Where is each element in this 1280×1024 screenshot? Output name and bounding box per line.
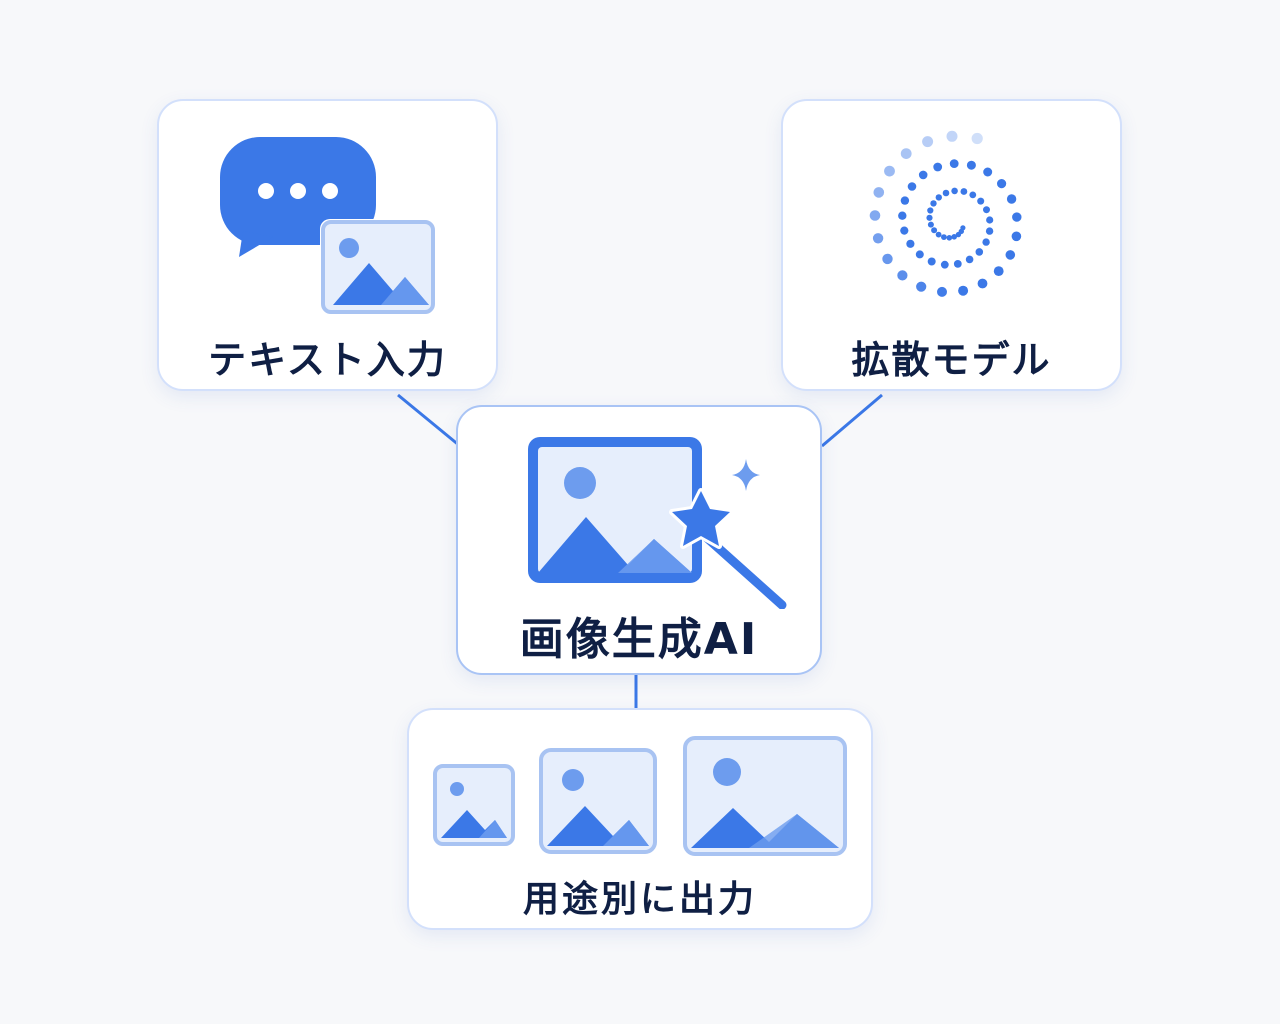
spiral-dot bbox=[982, 238, 990, 246]
spiral-dot bbox=[927, 207, 934, 214]
spiral-dot bbox=[960, 188, 968, 195]
spiral-dot bbox=[933, 162, 943, 172]
diffusion-model-label: 拡散モデル bbox=[851, 338, 1052, 382]
spiral-dot bbox=[872, 233, 884, 244]
image-icon bbox=[528, 437, 702, 583]
text-input-node: テキスト入力 bbox=[157, 99, 498, 391]
chat-bubble-icon bbox=[220, 137, 376, 257]
spiral-dot bbox=[1011, 231, 1022, 242]
image-magic-icon bbox=[528, 437, 787, 609]
small-image-icon bbox=[433, 764, 515, 846]
spiral-dot bbox=[1005, 250, 1016, 260]
spiral-dot bbox=[949, 159, 959, 168]
spiral-dot bbox=[965, 255, 974, 264]
spiral-dot bbox=[918, 170, 928, 180]
diffusion-model-node: 拡散モデル bbox=[781, 99, 1122, 391]
spiral-dot bbox=[942, 189, 950, 197]
spiral-dot bbox=[953, 260, 962, 268]
text-input-label: テキスト入力 bbox=[208, 338, 447, 382]
spiral-dot bbox=[955, 231, 962, 238]
output-by-purpose-node: 用途別に出力 bbox=[407, 708, 873, 930]
spiral-dot bbox=[1006, 194, 1017, 204]
spiral-dot bbox=[884, 165, 895, 177]
spiral-dot bbox=[975, 248, 984, 256]
output-by-purpose-label: 用途別に出力 bbox=[522, 879, 757, 920]
spiral-dot bbox=[969, 191, 977, 199]
spiral-dot bbox=[1012, 212, 1022, 222]
spiral-dot bbox=[977, 197, 985, 205]
magic-wand-icon bbox=[669, 488, 787, 609]
spiral-dot bbox=[937, 286, 947, 297]
image-icon bbox=[320, 219, 436, 315]
edge-diffusion-to-ai bbox=[821, 393, 883, 448]
spiral-dot bbox=[977, 278, 988, 289]
spiral-dot bbox=[873, 187, 885, 198]
chat-to-image-icon bbox=[220, 137, 436, 315]
spiral-dot bbox=[927, 221, 934, 228]
spiral-dot bbox=[930, 200, 937, 207]
spiral-dot bbox=[900, 196, 910, 205]
spiral-dot bbox=[935, 231, 942, 238]
spiral-dot bbox=[935, 194, 942, 201]
spiral-dot bbox=[931, 227, 938, 234]
spiral-dot bbox=[907, 182, 917, 191]
spiral-dot bbox=[926, 214, 933, 221]
spiral-dots-icon bbox=[869, 130, 1022, 297]
spiral-dot bbox=[916, 281, 927, 292]
spiral-dot bbox=[900, 148, 912, 159]
spiral-dot bbox=[906, 239, 915, 248]
spiral-dot bbox=[915, 250, 924, 259]
medium-image-icon bbox=[539, 748, 657, 854]
spiral-dot bbox=[898, 211, 907, 220]
spiral-dot bbox=[951, 234, 957, 240]
spiral-dot bbox=[922, 136, 934, 148]
spiral-dot bbox=[900, 226, 909, 235]
image-generation-ai-node: 画像生成AI bbox=[456, 405, 822, 675]
spiral-dot bbox=[941, 234, 947, 240]
large-image-icon bbox=[683, 736, 847, 856]
spiral-dot bbox=[869, 210, 881, 221]
spiral-dot bbox=[997, 179, 1007, 189]
spiral-dot bbox=[897, 270, 908, 281]
spiral-dot bbox=[986, 216, 994, 224]
spiral-dot bbox=[940, 260, 949, 269]
spiral-dot bbox=[993, 266, 1004, 276]
spiral-dot bbox=[985, 227, 994, 235]
spiral-dot bbox=[927, 257, 936, 266]
sparkle-icon bbox=[732, 459, 760, 491]
spiral-dot bbox=[983, 167, 993, 177]
spiral-dot bbox=[958, 285, 969, 296]
spiral-dot bbox=[966, 160, 976, 170]
image-generation-ai-label: 画像生成AI bbox=[519, 614, 759, 665]
spiral-dot bbox=[946, 130, 958, 142]
spiral-dot bbox=[971, 132, 983, 145]
spiral-dot bbox=[946, 235, 953, 241]
spiral-dot bbox=[983, 206, 990, 214]
spiral-dot bbox=[882, 253, 893, 265]
spiral-dot bbox=[951, 187, 958, 195]
edge-text-to-ai bbox=[397, 393, 461, 448]
image-sizes-icon bbox=[433, 736, 847, 856]
